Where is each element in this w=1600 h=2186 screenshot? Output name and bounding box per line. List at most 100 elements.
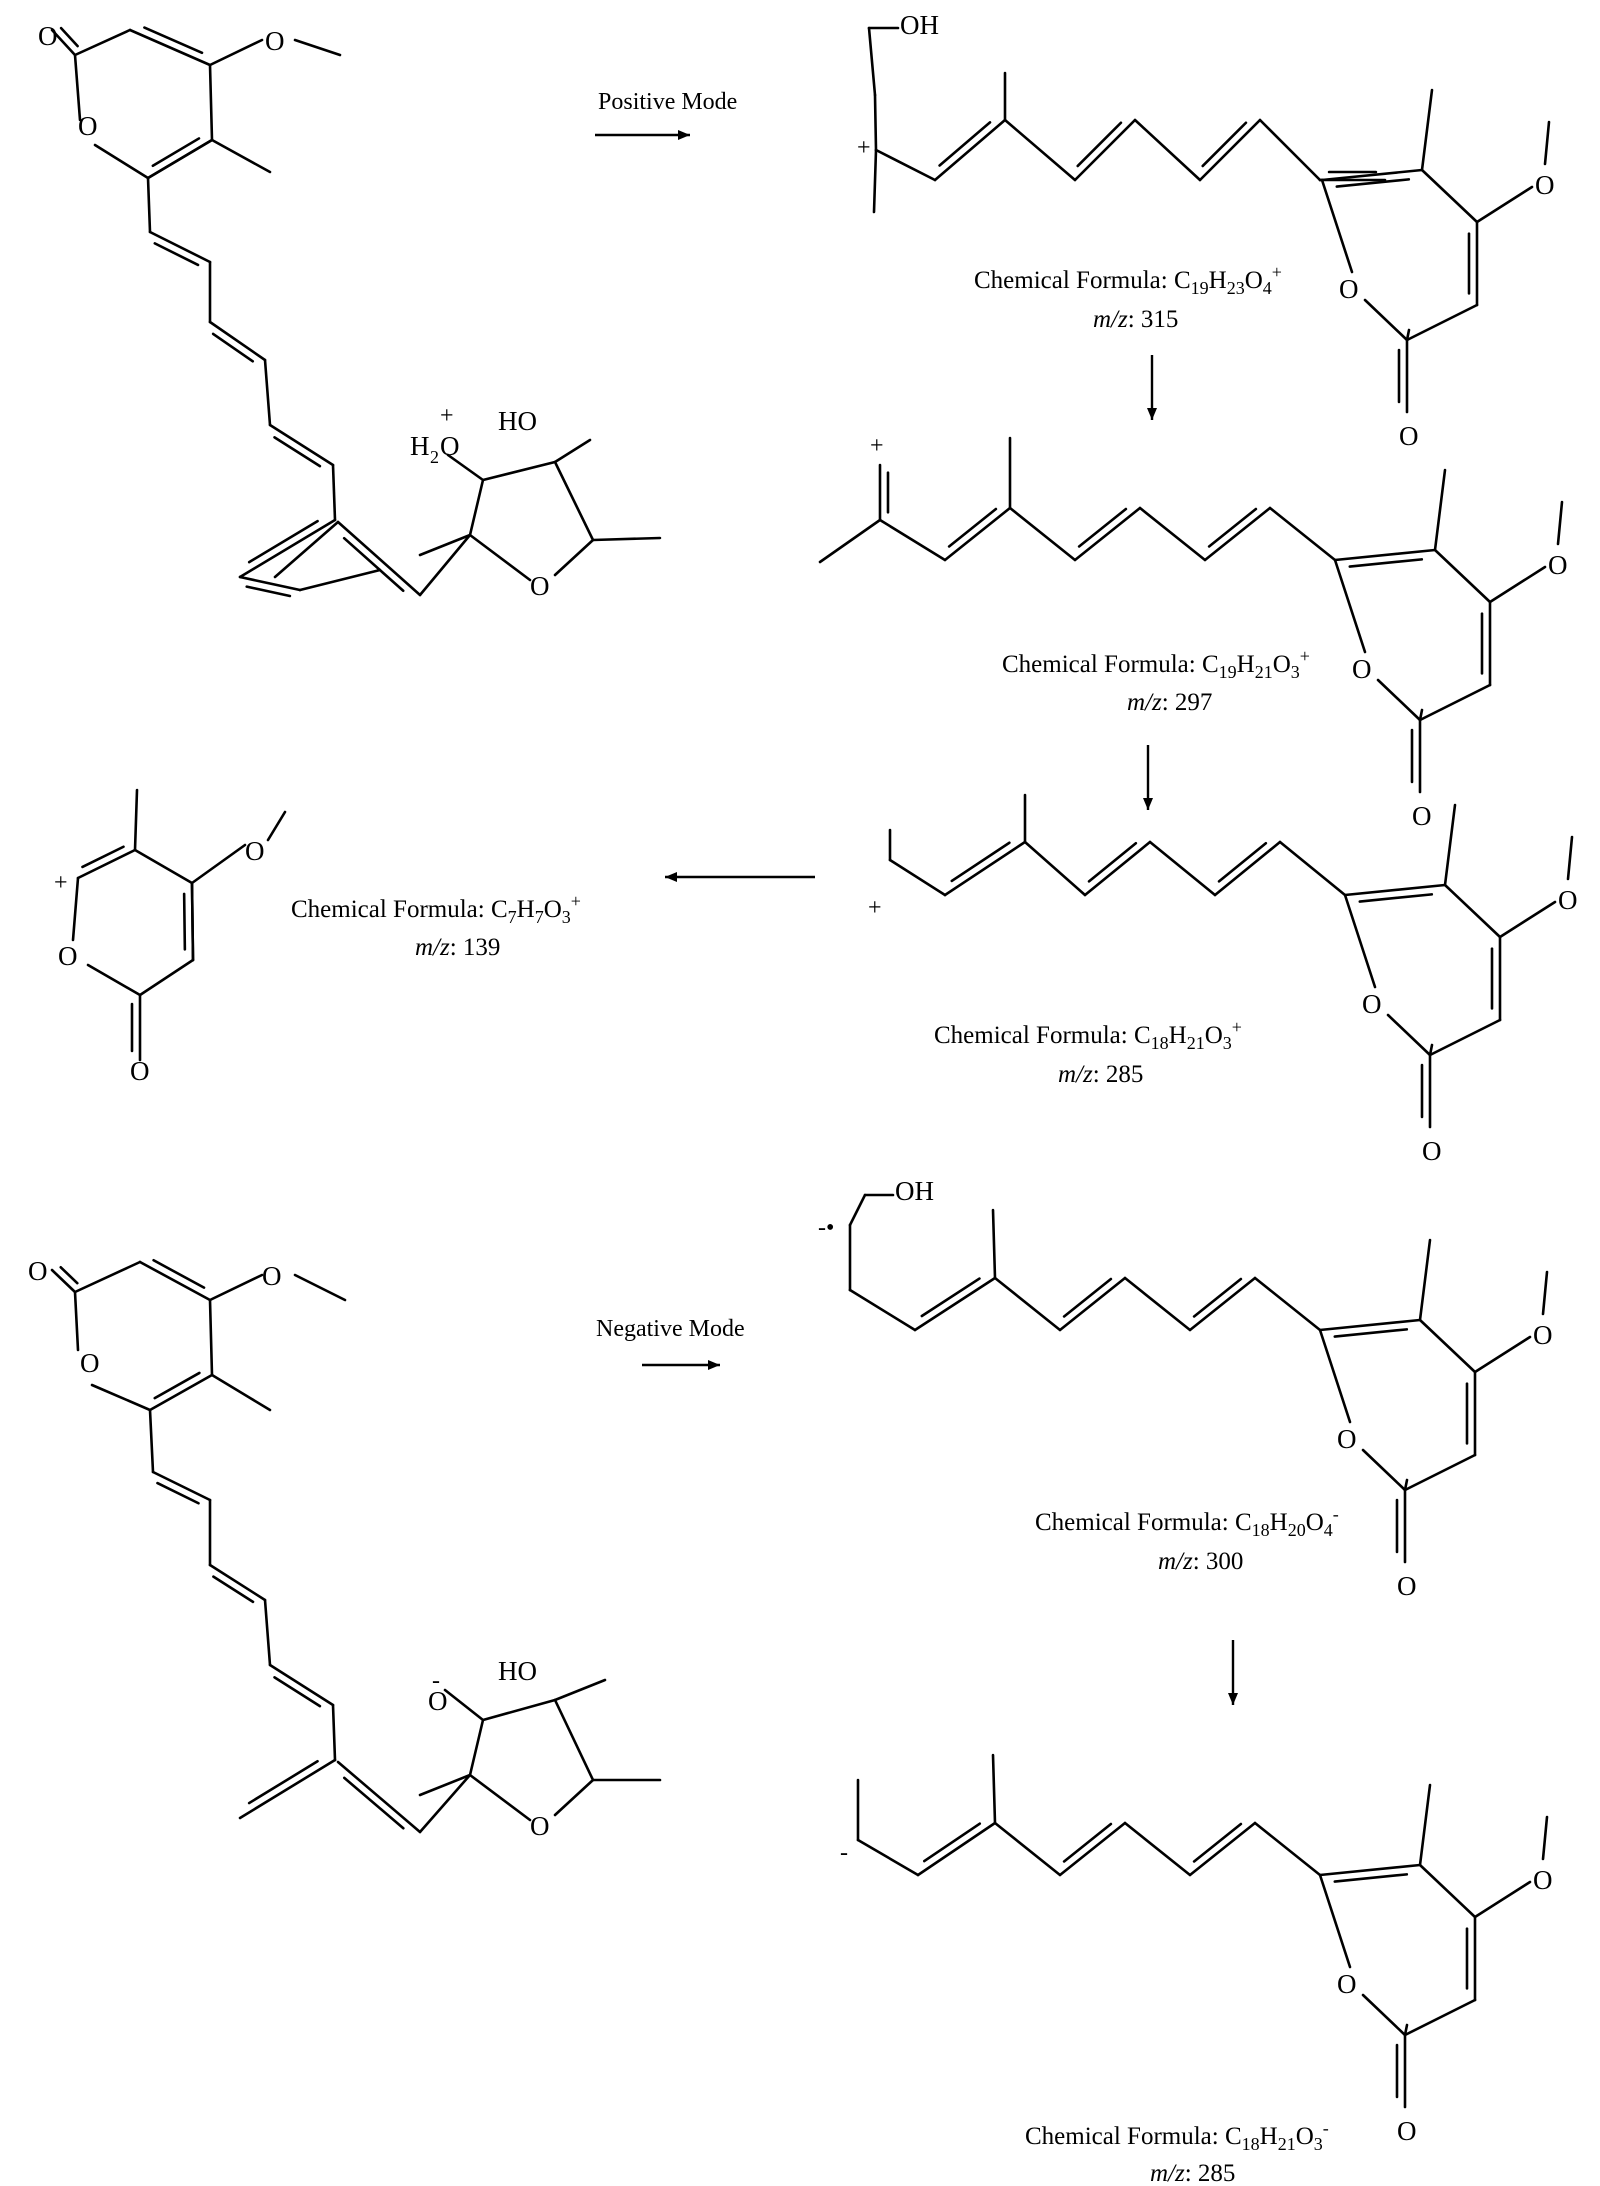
single-bond bbox=[1023, 840, 1087, 897]
single-bond bbox=[1318, 1863, 1422, 1877]
single-bond bbox=[1386, 1013, 1432, 1057]
ion-300-structure bbox=[848, 1193, 1549, 1564]
single-bond bbox=[1376, 678, 1422, 722]
single-bond bbox=[553, 538, 595, 577]
single-bond bbox=[1443, 803, 1457, 887]
formula-caption-285-positive: Chemical Formula: C18​H21​O3​+ bbox=[934, 1017, 1242, 1053]
single-bond bbox=[71, 876, 80, 942]
double-bond-line bbox=[1062, 1277, 1113, 1318]
reaction-arrows bbox=[595, 130, 1238, 1705]
single-bond bbox=[1403, 1453, 1477, 1492]
atom-label: O bbox=[262, 1261, 282, 1291]
single-bond bbox=[1058, 1276, 1127, 1332]
double-bond-line bbox=[1348, 558, 1424, 568]
double-bond-line bbox=[245, 585, 292, 598]
single-bond bbox=[146, 176, 152, 234]
single-bond bbox=[418, 1773, 472, 1797]
plus-charge: + bbox=[868, 895, 882, 921]
minus-charge: - bbox=[432, 1668, 440, 1694]
single-bond bbox=[468, 533, 532, 582]
formula-caption-297: Chemical Formula: C19​H21​O3​+ bbox=[1002, 646, 1310, 682]
formula-caption-139: Chemical Formula: C7​H7​O3​+ bbox=[291, 891, 581, 927]
ion-315-structure bbox=[867, 26, 1551, 414]
atom-label: O bbox=[1422, 1136, 1442, 1166]
single-bond bbox=[268, 1663, 335, 1707]
atom-label: HO bbox=[498, 406, 537, 436]
atom-label: O bbox=[1337, 1424, 1357, 1454]
atom-label: O bbox=[265, 26, 285, 56]
single-bond bbox=[208, 63, 214, 142]
formula-caption-285-negative: Chemical Formula: C18​H21​O3​- bbox=[1025, 2118, 1329, 2154]
atom-label: O bbox=[1397, 1571, 1417, 1601]
single-bond bbox=[1198, 118, 1262, 182]
single-bond bbox=[128, 28, 212, 67]
single-bond bbox=[1403, 1998, 1477, 2037]
single-bond bbox=[1058, 1821, 1127, 1877]
double-bond-line bbox=[1087, 841, 1138, 883]
single-bond bbox=[76, 848, 137, 880]
single-bond bbox=[1405, 328, 1411, 342]
single-bond bbox=[1541, 1815, 1549, 1861]
minus-charge: - bbox=[840, 1840, 848, 1866]
double-bond-line bbox=[1358, 893, 1434, 903]
single-bond bbox=[1418, 1238, 1432, 1322]
single-bond bbox=[1320, 168, 1424, 182]
single-bond bbox=[1213, 840, 1282, 897]
single-bond bbox=[1343, 893, 1377, 989]
atom-label: OH bbox=[900, 10, 939, 40]
atom-label: O bbox=[1533, 1865, 1553, 1895]
plus-charge: + bbox=[857, 135, 871, 161]
double-bond-line bbox=[1201, 121, 1248, 168]
single-bond bbox=[1320, 178, 1354, 274]
atom-label: O bbox=[1558, 885, 1578, 915]
mz-caption-139: m/z: 139 bbox=[415, 934, 500, 961]
single-bond bbox=[933, 118, 1007, 182]
single-bond bbox=[1433, 548, 1492, 604]
double-bond-line bbox=[923, 1822, 982, 1863]
single-bond bbox=[50, 28, 77, 57]
single-bond bbox=[208, 1273, 264, 1302]
single-bond bbox=[1475, 185, 1534, 224]
single-bond bbox=[1083, 840, 1152, 897]
single-bond bbox=[148, 1408, 155, 1474]
single-bond bbox=[943, 506, 1012, 562]
single-bond bbox=[50, 1268, 77, 1294]
single-bond bbox=[331, 1703, 337, 1762]
atom-label: O bbox=[1362, 989, 1382, 1019]
single-bond bbox=[993, 1821, 1062, 1877]
single-bond bbox=[133, 848, 194, 885]
single-bond bbox=[993, 1276, 1062, 1332]
single-bond bbox=[553, 438, 592, 464]
single-bond bbox=[238, 575, 302, 592]
single-bond bbox=[190, 843, 247, 885]
double-bond-line bbox=[59, 26, 79, 48]
single-bond bbox=[1318, 1318, 1422, 1332]
atom-label: O bbox=[78, 111, 98, 141]
atom-label: O bbox=[1533, 1320, 1553, 1350]
single-bond bbox=[848, 1193, 867, 1227]
single-bond bbox=[1123, 1821, 1192, 1877]
single-bond bbox=[856, 1838, 920, 1877]
single-bond bbox=[1253, 1276, 1322, 1332]
single-bond bbox=[913, 1276, 997, 1332]
single-bond bbox=[293, 1273, 347, 1302]
double-bond-line bbox=[342, 536, 405, 593]
double-bond-line bbox=[1192, 1822, 1243, 1863]
single-bond bbox=[1428, 1018, 1502, 1057]
single-bond bbox=[146, 138, 214, 180]
single-bond bbox=[273, 520, 340, 579]
single-bond bbox=[208, 320, 267, 362]
double-bond-line bbox=[1192, 1277, 1243, 1318]
single-bond bbox=[446, 453, 485, 482]
single-bond bbox=[943, 840, 1027, 897]
single-bond bbox=[90, 1383, 152, 1412]
atom-label: O bbox=[1412, 801, 1432, 831]
single-bond bbox=[1420, 88, 1434, 172]
single-bond bbox=[1403, 2023, 1409, 2037]
single-bond bbox=[73, 28, 132, 57]
mz-caption-285-positive: m/z: 285 bbox=[1058, 1061, 1143, 1088]
single-bond bbox=[481, 1698, 557, 1722]
positive-mode-arrow-head bbox=[678, 130, 690, 140]
